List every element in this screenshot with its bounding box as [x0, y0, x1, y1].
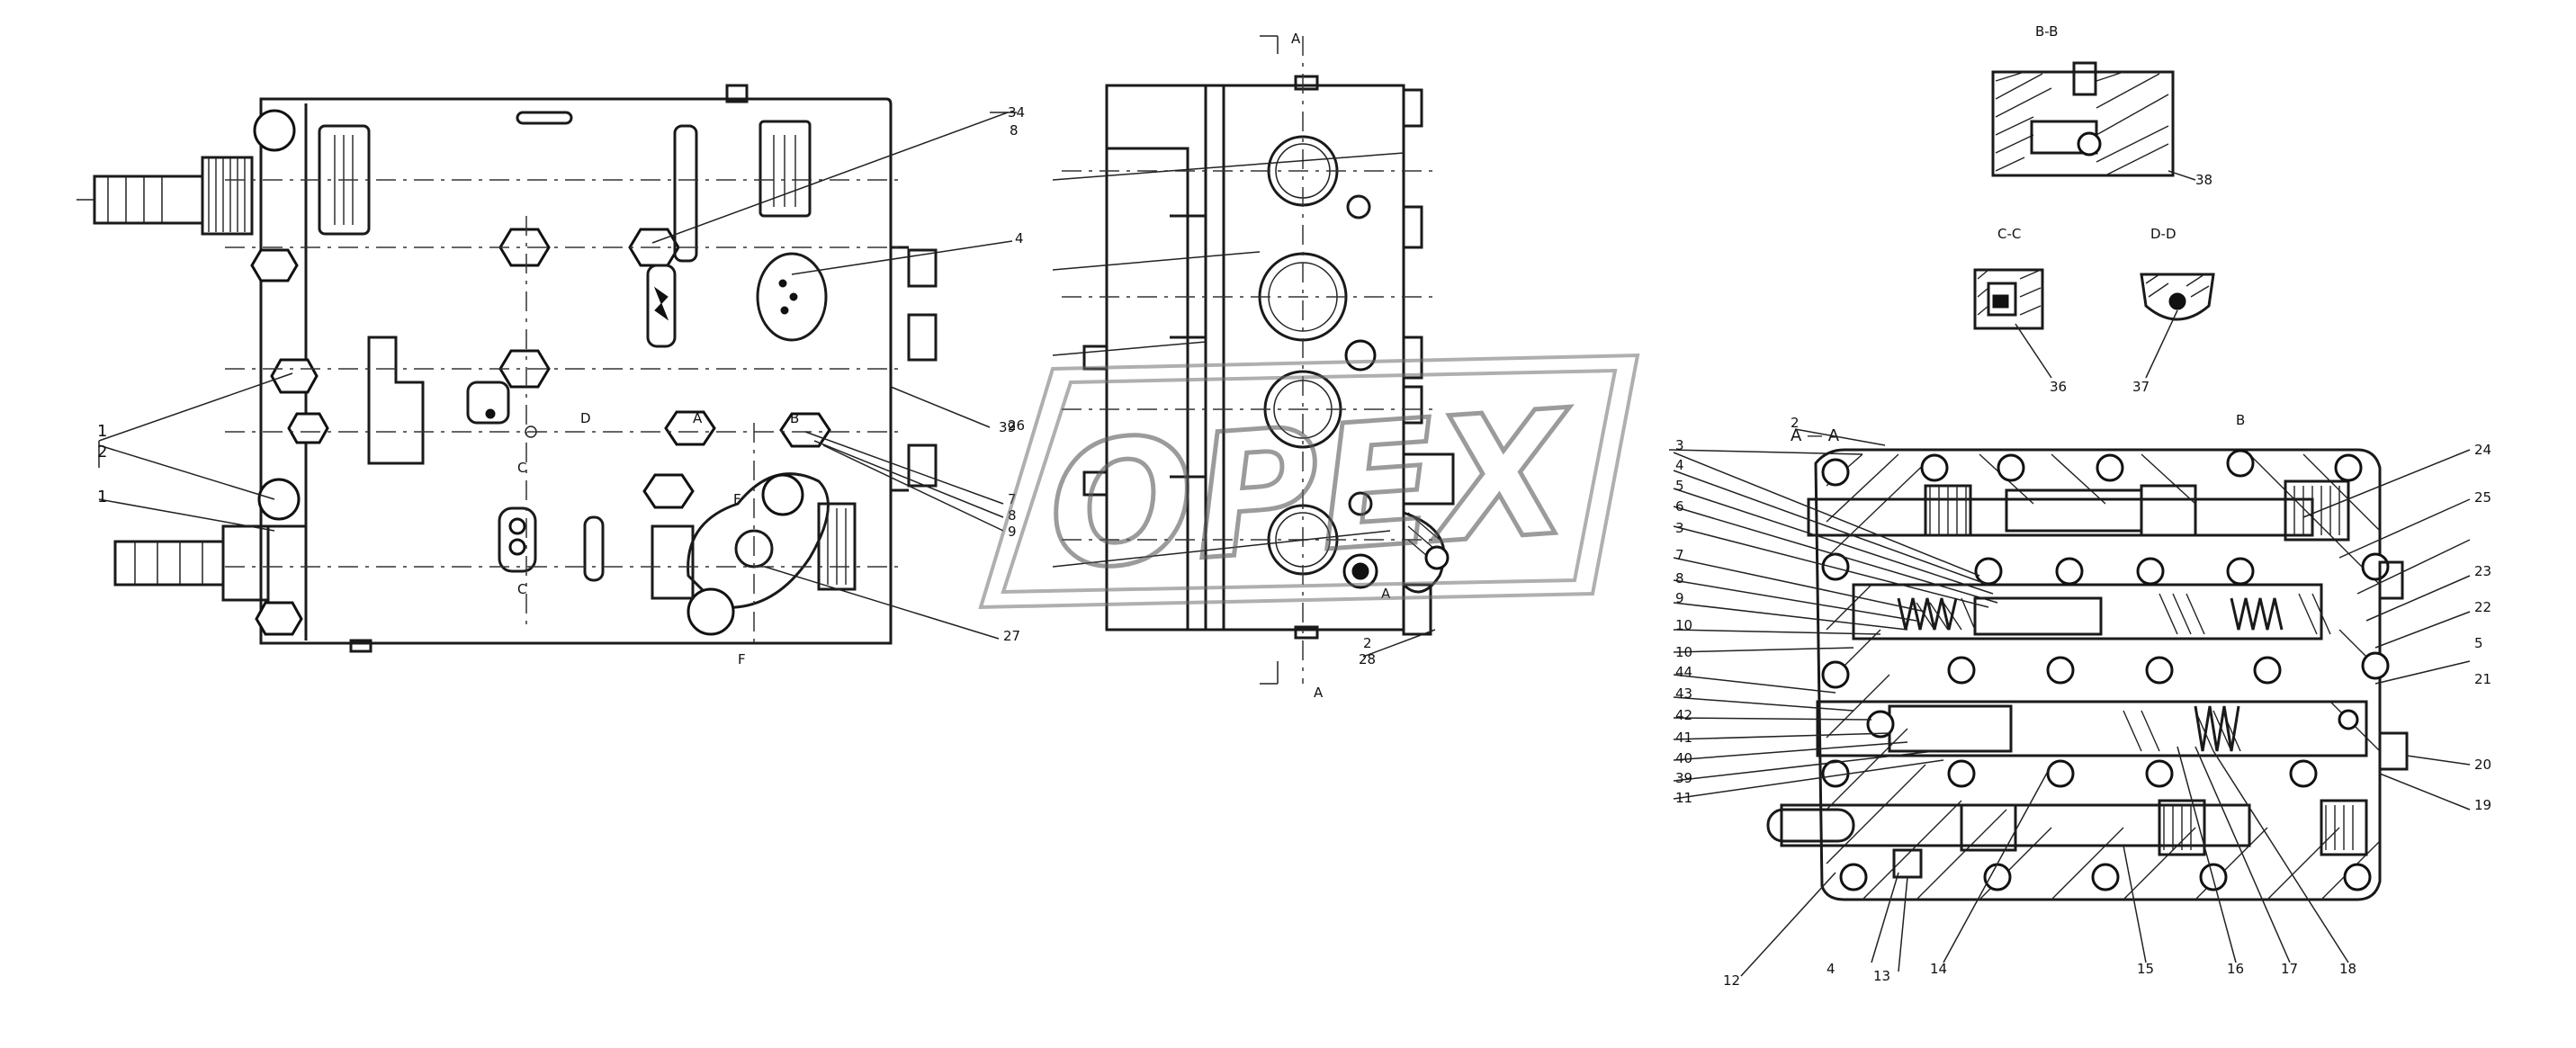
aa-callout-42: 42	[1675, 707, 1692, 723]
center-bolts	[498, 228, 831, 509]
side-view: A A 2 28 A	[1052, 31, 1455, 701]
side-mark-a-bottom: A	[1314, 685, 1324, 701]
aa-callout-18: 18	[2339, 961, 2356, 977]
section-a-a: A — A B	[1668, 412, 2491, 989]
mark-f2: F	[738, 651, 746, 667]
aa-callout-21: 21	[2474, 671, 2491, 687]
callout-8: 8	[1010, 122, 1019, 139]
section-aa-bolts	[1821, 449, 2390, 891]
aa-callout-5b: 5	[2474, 635, 2483, 651]
callout-27: 27	[1003, 628, 1020, 644]
aa-callout-14: 14	[1930, 961, 1947, 977]
aa-callout-5: 5	[1675, 478, 1684, 494]
callout-37: 37	[2132, 379, 2150, 395]
watermark-text: OPEX	[1043, 373, 1583, 608]
aa-callout-41: 41	[1675, 730, 1692, 746]
section-c-c: C-C 36	[1973, 226, 2067, 395]
callout-34: 34	[1008, 104, 1025, 121]
aa-callout-9: 9	[1675, 590, 1684, 606]
aa-callout-13: 13	[1873, 968, 1890, 984]
callout-36: 36	[2050, 379, 2067, 395]
section-dd-title: D-D	[2150, 226, 2177, 242]
callout-4: 4	[1015, 230, 1024, 246]
aa-callout-16: 16	[2227, 961, 2244, 977]
side-callout-2: 2	[1363, 635, 1372, 651]
callout-38: 38	[2195, 172, 2212, 188]
callout-1: 1	[97, 422, 107, 441]
watermark-logo: OPEX	[978, 353, 1640, 611]
aa-callout-23: 23	[2474, 563, 2491, 579]
aa-callout-43: 43	[1675, 685, 1692, 702]
callout-9: 9	[1008, 524, 1017, 540]
mark-b: B	[790, 410, 799, 426]
aa-callout-25: 25	[2474, 489, 2491, 506]
aa-callout-40: 40	[1675, 750, 1692, 766]
aa-callout-10: 10	[1675, 617, 1692, 633]
section-d-d: D-D 37	[2132, 226, 2215, 395]
callout-39: 39	[999, 419, 1016, 435]
aa-callout-7: 7	[1675, 547, 1684, 563]
section-aa-top-mark: B	[2236, 412, 2245, 428]
aa-callout-3: 3	[1675, 437, 1684, 453]
callout-2: 2	[97, 443, 107, 461]
callout-26: 26	[1008, 417, 1025, 434]
aa-callout-10b: 10	[1675, 644, 1692, 660]
aa-callout-17: 17	[2281, 961, 2298, 977]
side-callout-28: 28	[1359, 651, 1376, 667]
mark-c2: C	[517, 581, 526, 597]
aa-callout-39: 39	[1675, 770, 1692, 786]
aa-callout-24: 24	[2474, 442, 2491, 458]
aa-callout-19: 19	[2474, 797, 2491, 813]
aa-callout-11: 11	[1675, 790, 1692, 806]
section-cc-title: C-C	[1997, 226, 2021, 242]
bottom-left-fitting	[113, 524, 308, 603]
aa-callout-15: 15	[2137, 961, 2154, 977]
front-view: 34 8 4 1 2 1 39 27 A B C C D F F 7 8 9 2…	[76, 84, 1025, 667]
aa-callout-22: 22	[2474, 599, 2491, 615]
mark-c1: C	[517, 460, 526, 476]
side-mark-a-mid: A	[1381, 586, 1391, 602]
aa-callout-3b: 3	[1675, 520, 1684, 536]
aa-callout-6: 6	[1675, 498, 1684, 515]
aa-callout-4b: 4	[1827, 961, 1836, 977]
mark-d: D	[580, 410, 591, 426]
aa-callout-44: 44	[1675, 664, 1692, 680]
callout-8b: 8	[1008, 507, 1017, 524]
aa-callout-12: 12	[1723, 972, 1740, 989]
mark-f1: F	[733, 491, 741, 507]
aa-callout-20: 20	[2474, 757, 2491, 773]
edge-bolts	[250, 109, 329, 636]
aa-callout-8: 8	[1675, 570, 1684, 587]
aa-callout-4: 4	[1675, 457, 1684, 473]
section-b-b: B-B 38	[1991, 23, 2212, 188]
callout-1b: 1	[97, 488, 107, 506]
side-mark-a-top: A	[1291, 31, 1301, 47]
mark-a: A	[693, 410, 703, 426]
section-bb-title: B-B	[2035, 23, 2058, 40]
aa-callout-2: 2	[1791, 415, 1800, 431]
top-left-fitting	[76, 156, 254, 236]
